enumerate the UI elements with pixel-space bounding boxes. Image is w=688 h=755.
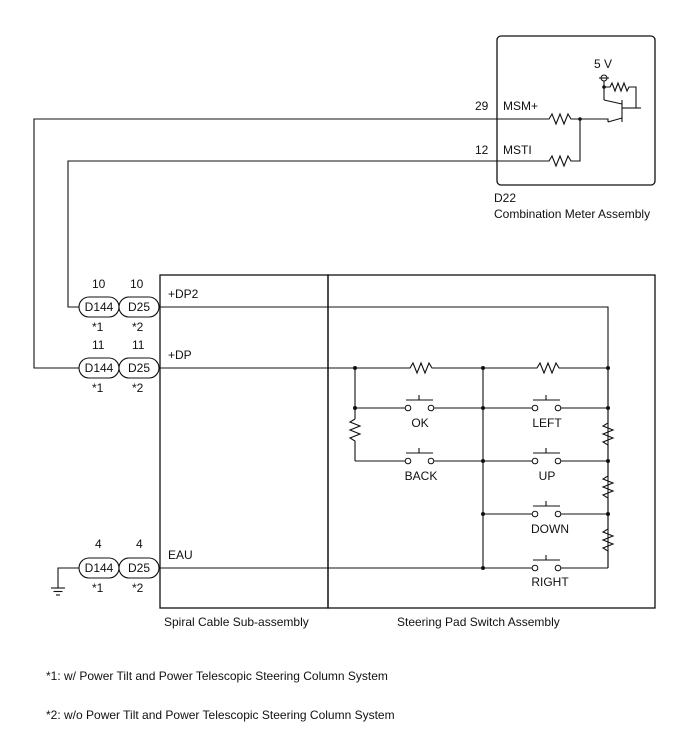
meter-voltage: 5 V (594, 57, 612, 71)
combination-meter-box (496, 35, 656, 186)
switch-right-label: RIGHT (531, 575, 569, 589)
row2-d25-label: D25 (128, 361, 150, 375)
footnote-1: *1: w/ Power Tilt and Power Telescopic S… (46, 669, 388, 683)
ground-icon (51, 567, 79, 596)
steering-pad-label: Steering Pad Switch Assembly (397, 615, 560, 629)
spiral-cable-label: Spiral Cable Sub-assembly (164, 615, 309, 629)
transistor-symbol (603, 99, 641, 123)
wire-dp (159, 361, 608, 375)
row1-pin-a: 10 (92, 277, 106, 291)
right-resistor-ladder (601, 368, 615, 568)
row2-note-b: *2 (132, 381, 144, 395)
wire-msti (67, 160, 497, 308)
wire-msm (33, 118, 497, 369)
switch-back-label: BACK (405, 469, 438, 483)
switch-up (483, 448, 608, 465)
row3-d144-label: D144 (85, 561, 114, 575)
row2-pin-b: 11 (132, 338, 145, 352)
msti-resistor (497, 119, 581, 168)
row1-signal: +DP2 (168, 287, 199, 301)
switch-down (483, 501, 608, 518)
switch-right (531, 555, 608, 572)
row3-pin-b: 4 (136, 537, 143, 551)
footnote-2: *2: w/o Power Tilt and Power Telescopic … (46, 708, 395, 722)
pin-msti-number: 12 (475, 143, 489, 157)
row3-signal: EAU (168, 548, 193, 562)
bias-resistor (604, 81, 637, 108)
pin-msti-label: MSTI (503, 143, 532, 157)
pin-msm-number: 29 (475, 99, 489, 113)
steering-pad-box (327, 274, 656, 609)
row3-note-b: *2 (132, 581, 144, 595)
row1-pin-b: 10 (130, 277, 144, 291)
row1-note-a: *1 (92, 320, 104, 334)
switch-back (355, 448, 483, 465)
msm-resistor (497, 112, 609, 126)
row3-pin-a: 4 (95, 537, 102, 551)
switch-ok-label: OK (411, 416, 428, 430)
row1-note-b: *2 (132, 320, 144, 334)
meter-connector-code: D22 (494, 191, 516, 205)
meter-assembly-name: Combination Meter Assembly (494, 207, 650, 221)
row2-note-a: *1 (92, 381, 104, 395)
switch-left-label: LEFT (532, 416, 562, 430)
row3-d25-label: D25 (128, 561, 150, 575)
ok-back-resistor (348, 418, 362, 461)
switch-down-label: DOWN (531, 522, 569, 536)
row1-d144-label: D144 (85, 300, 114, 314)
row1-d25-label: D25 (128, 300, 150, 314)
pin-msm-label: MSM+ (503, 99, 538, 113)
row2-signal: +DP (168, 348, 192, 362)
row3-note-a: *1 (92, 581, 104, 595)
switch-left (483, 395, 608, 412)
row2-d144-label: D144 (85, 361, 114, 375)
switch-up-label: UP (539, 469, 556, 483)
switch-ok (355, 395, 483, 412)
row2-pin-a: 11 (92, 338, 105, 352)
